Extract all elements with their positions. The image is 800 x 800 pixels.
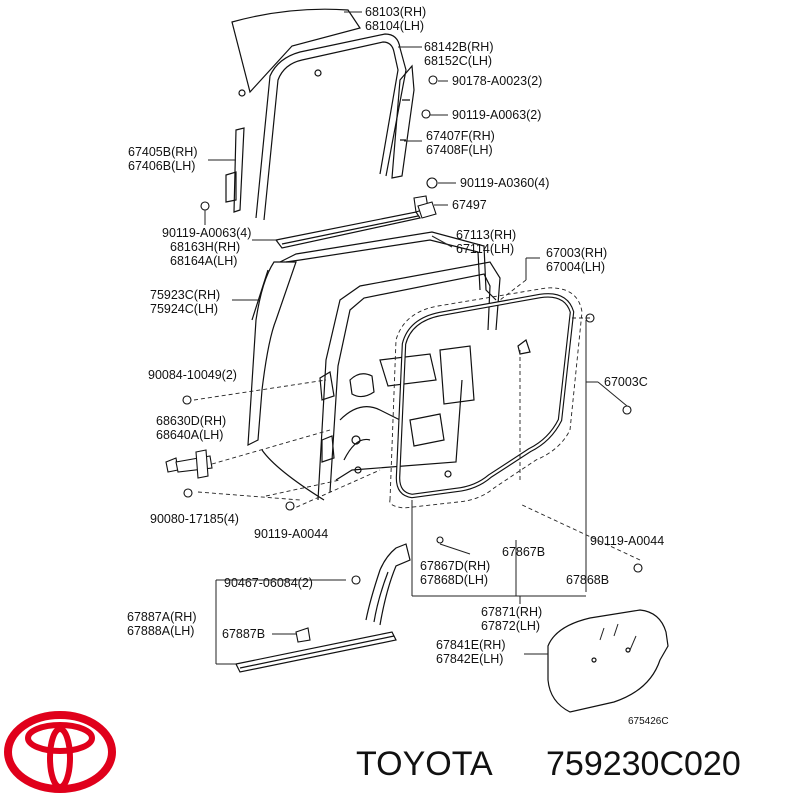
label-90119-a0360: 90119-A0360(4) <box>460 176 549 190</box>
label-67408f: 67408F(LH) <box>426 143 493 157</box>
toyota-logo-icon <box>4 711 116 793</box>
label-68152c: 68152C(LH) <box>424 54 492 68</box>
label-68104: 68104(LH) <box>365 19 424 33</box>
part-labels: 68103(RH) 68104(LH) 68142B(RH) 68152C(LH… <box>127 5 669 727</box>
belt-moulding <box>274 211 421 249</box>
label-68640a: 68640A(LH) <box>156 428 223 442</box>
label-67841e: 67841E(RH) <box>436 638 505 652</box>
brand-name: TOYOTA <box>356 745 493 783</box>
service-cover <box>547 609 669 713</box>
label-90119-a0063-4: 90119-A0063(4) <box>162 226 251 240</box>
label-68163h: 68163H(RH) <box>170 240 240 254</box>
door-glass <box>231 8 361 97</box>
label-67887a: 67887A(RH) <box>127 610 196 624</box>
label-67003-rh: 67003(RH) <box>546 246 607 260</box>
front-channel <box>225 127 245 213</box>
diagram-reference: 675426C <box>628 716 669 727</box>
label-67004: 67004(LH) <box>546 260 605 274</box>
label-67871: 67871(RH) <box>481 605 542 619</box>
label-68103: 68103(RH) <box>365 5 426 19</box>
door-panel <box>247 231 501 501</box>
label-67868b: 67868B <box>566 573 609 587</box>
label-67003c: 67003C <box>604 375 648 389</box>
part-number: 759230C020 <box>546 745 741 783</box>
label-67842e: 67842E(LH) <box>436 652 503 666</box>
label-67113: 67113(RH) <box>456 228 516 242</box>
label-68630d: 68630D(RH) <box>156 414 226 428</box>
label-67407f: 67407F(RH) <box>426 129 495 143</box>
label-75924c: 75924C(LH) <box>150 302 218 316</box>
label-90084: 90084-10049(2) <box>148 368 237 382</box>
door-weatherstrip <box>389 287 643 573</box>
label-68164a: 68164A(LH) <box>170 254 237 268</box>
label-67868d: 67868D(LH) <box>420 573 488 587</box>
label-67405b: 67405B(RH) <box>128 145 197 159</box>
label-67406b: 67406B(LH) <box>128 159 195 173</box>
label-90178: 90178-A0023(2) <box>452 74 542 88</box>
label-75923c: 75923C(RH) <box>150 288 220 302</box>
leader-lines <box>193 11 641 665</box>
label-90467: 90467-06084(2) <box>224 576 313 590</box>
lower-moulding <box>235 543 411 673</box>
label-67114: 67114(LH) <box>456 242 514 256</box>
rear-channel <box>391 64 415 179</box>
label-67888a: 67888A(LH) <box>127 624 194 638</box>
top-bolts <box>200 75 438 225</box>
label-67497: 67497 <box>452 198 487 212</box>
label-67867d: 67867D(RH) <box>420 559 490 573</box>
label-90080: 90080-17185(4) <box>150 512 239 526</box>
label-67867b: 67867B <box>502 545 545 559</box>
label-90119-a0044-right: 90119-A0044 <box>590 534 664 548</box>
label-67872: 67872(LH) <box>481 619 540 633</box>
door-check <box>165 395 295 511</box>
label-68142b: 68142B(RH) <box>424 40 493 54</box>
label-90119-a0063-2: 90119-A0063(2) <box>452 108 541 122</box>
glass-run <box>255 33 407 221</box>
label-67887b: 67887B <box>222 627 265 641</box>
label-90119-a0044-left: 90119-A0044 <box>254 527 328 541</box>
